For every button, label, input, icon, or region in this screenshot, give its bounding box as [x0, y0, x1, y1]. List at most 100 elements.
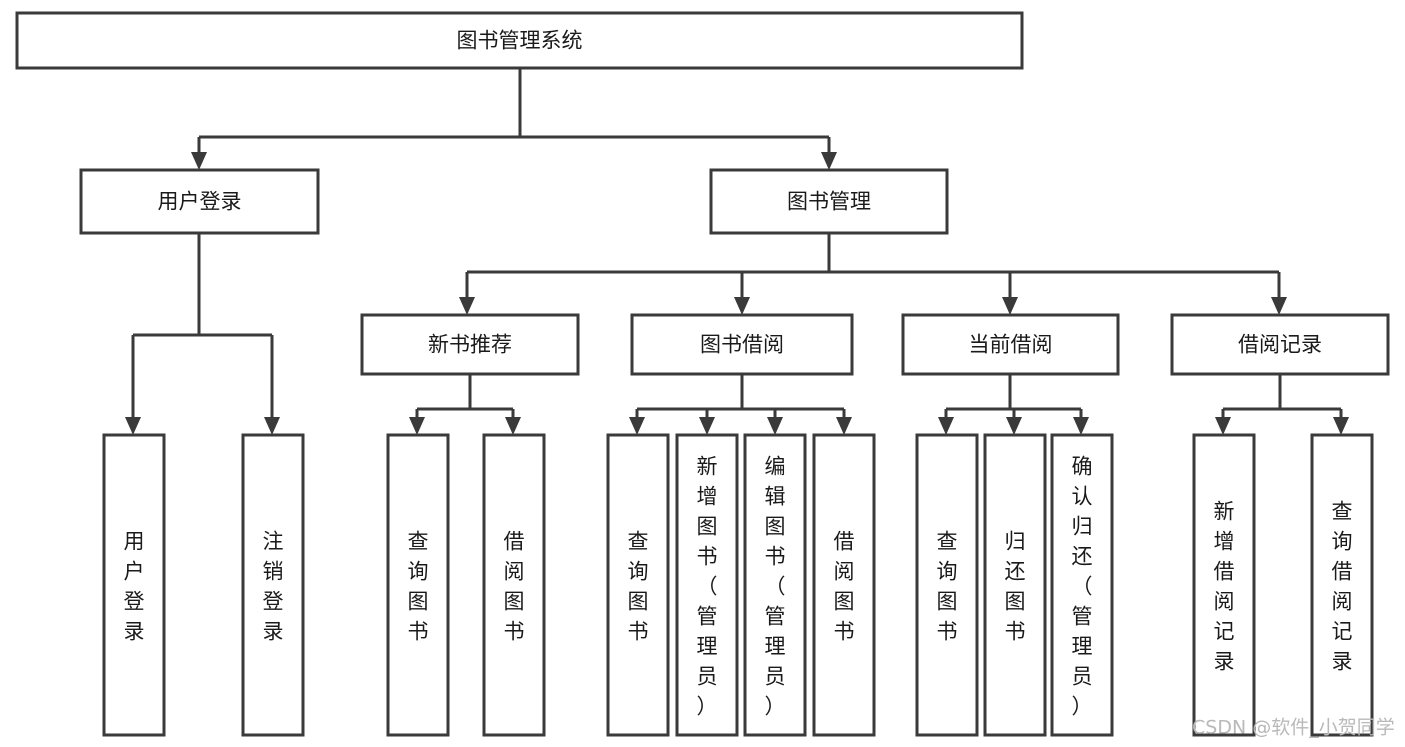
arrow-connector-13 — [836, 409, 852, 435]
node-label-vertical: 借阅图书 — [834, 529, 855, 643]
node-box[interactable] — [360, 313, 580, 376]
arrow-connector-7 — [264, 335, 280, 435]
node-box[interactable] — [102, 433, 166, 737]
node-box[interactable] — [983, 433, 1047, 737]
arrow-connector-15 — [1006, 409, 1022, 435]
node-l-borrow-book-2[interactable]: 借阅图书 — [812, 433, 876, 737]
arrow-connector-1 — [821, 137, 837, 170]
node-box[interactable] — [15, 11, 1024, 70]
node-l-borrow-book-1[interactable]: 借阅图书 — [482, 433, 546, 737]
node-root[interactable]: 图书管理系统 — [15, 11, 1024, 70]
node-label-vertical: 新增图书（管理员） — [697, 454, 718, 718]
arrow-head-icon — [1006, 417, 1022, 435]
node-label-vertical: 新增借阅记录 — [1214, 499, 1235, 673]
node-box[interactable] — [606, 433, 670, 737]
connector-bus-user-login — [133, 233, 272, 337]
arrow-connector-10 — [629, 409, 645, 435]
node-l-logout[interactable]: 注销登录 — [241, 433, 305, 737]
node-box[interactable] — [630, 313, 854, 376]
arrow-head-icon — [1002, 297, 1018, 315]
arrow-head-icon — [767, 417, 783, 435]
node-n-current-borrow[interactable]: 当前借阅 — [901, 313, 1120, 376]
node-n-user-login[interactable]: 用户登录 — [79, 168, 320, 235]
arrow-connector-5 — [1271, 272, 1287, 315]
arrow-head-icon — [191, 152, 207, 170]
arrow-head-icon — [734, 297, 750, 315]
node-box[interactable] — [482, 433, 546, 737]
node-box[interactable] — [1170, 313, 1390, 376]
node-label: 图书借阅 — [700, 333, 784, 357]
connector-bus-new-book-rec — [417, 374, 513, 411]
arrow-connector-14 — [938, 409, 954, 435]
arrow-connector-9 — [505, 409, 521, 435]
node-box[interactable] — [241, 433, 305, 737]
connector-bus-book-mgmt — [467, 233, 1279, 274]
node-box[interactable] — [675, 433, 739, 737]
arrow-connector-8 — [409, 409, 425, 435]
arrow-connector-2 — [459, 272, 475, 315]
node-label-vertical: 查询图书 — [408, 529, 429, 643]
connector-bus-book-borrow — [637, 374, 844, 411]
arrow-head-icon — [1073, 417, 1089, 435]
arrow-head-icon — [505, 417, 521, 435]
arrow-head-icon — [938, 417, 954, 435]
node-label-vertical: 借阅图书 — [504, 529, 525, 643]
arrow-connector-6 — [125, 335, 141, 435]
node-box[interactable] — [743, 433, 807, 737]
node-box[interactable] — [709, 168, 949, 235]
arrow-connector-11 — [699, 409, 715, 435]
node-label-vertical: 查询图书 — [937, 529, 958, 643]
arrow-head-icon — [409, 417, 425, 435]
arrow-connector-17 — [1215, 409, 1231, 435]
node-box[interactable] — [901, 313, 1120, 376]
node-label-vertical: 编辑图书（管理员） — [765, 454, 786, 718]
node-l-add-book[interactable]: 新增图书（管理员） — [675, 433, 739, 737]
node-l-add-record[interactable]: 新增借阅记录 — [1192, 433, 1256, 737]
arrow-connector-4 — [1002, 272, 1018, 315]
connector-bus-root — [199, 68, 829, 139]
arrow-connector-12 — [767, 409, 783, 435]
node-box[interactable] — [1050, 433, 1114, 737]
node-n-book-mgmt[interactable]: 图书管理 — [709, 168, 949, 235]
node-label-vertical: 查询借阅记录 — [1332, 499, 1353, 673]
arrow-head-icon — [836, 417, 852, 435]
arrow-head-icon — [125, 417, 141, 435]
node-l-confirm-return[interactable]: 确认归还（管理员） — [1050, 433, 1114, 737]
node-box[interactable] — [386, 433, 450, 737]
node-l-user-login[interactable]: 用户登录 — [102, 433, 166, 737]
node-l-query-record[interactable]: 查询借阅记录 — [1310, 433, 1374, 737]
node-label-vertical: 归还图书 — [1005, 529, 1026, 643]
node-label: 图书管理系统 — [457, 29, 583, 53]
node-n-book-borrow[interactable]: 图书借阅 — [630, 313, 854, 376]
arrow-connector-3 — [734, 272, 750, 315]
arrow-connector-18 — [1333, 409, 1349, 435]
arrow-head-icon — [629, 417, 645, 435]
node-label: 借阅记录 — [1238, 333, 1322, 357]
arrow-head-icon — [821, 152, 837, 170]
node-label-vertical: 注销登录 — [263, 529, 284, 643]
node-l-return-book[interactable]: 归还图书 — [983, 433, 1047, 737]
node-label: 图书管理 — [787, 190, 871, 214]
connector-bus-borrow-record — [1223, 374, 1341, 411]
node-n-borrow-record[interactable]: 借阅记录 — [1170, 313, 1390, 376]
node-n-new-book-rec[interactable]: 新书推荐 — [360, 313, 580, 376]
arrow-connector-16 — [1073, 409, 1089, 435]
node-l-query-book-1[interactable]: 查询图书 — [386, 433, 450, 737]
node-box[interactable] — [79, 168, 320, 235]
node-label: 当前借阅 — [969, 333, 1053, 357]
node-l-query-book-2[interactable]: 查询图书 — [606, 433, 670, 737]
node-label-vertical: 确认归还（管理员） — [1072, 454, 1093, 718]
node-label: 新书推荐 — [428, 333, 512, 357]
node-box[interactable] — [812, 433, 876, 737]
arrow-head-icon — [264, 417, 280, 435]
node-l-query-book-3[interactable]: 查询图书 — [915, 433, 979, 737]
node-box[interactable] — [1192, 433, 1256, 737]
arrow-head-icon — [459, 297, 475, 315]
node-box[interactable] — [1310, 433, 1374, 737]
arrow-head-icon — [699, 417, 715, 435]
node-box[interactable] — [915, 433, 979, 737]
node-l-edit-book[interactable]: 编辑图书（管理员） — [743, 433, 807, 737]
arrow-connector-0 — [191, 137, 207, 170]
node-label-vertical: 查询图书 — [628, 529, 649, 643]
